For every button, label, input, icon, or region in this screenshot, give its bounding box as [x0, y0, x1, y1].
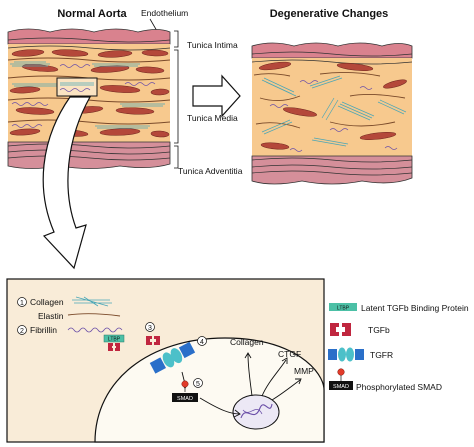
legend-item-tgfb: TGFb	[330, 323, 390, 336]
inset-item-1: 1 Collagen	[17, 296, 112, 307]
svg-text:SMAD: SMAD	[177, 396, 193, 402]
degenerative-changes-title: Degenerative Changes	[270, 8, 389, 20]
svg-text:3: 3	[148, 325, 152, 332]
legend-item-phosphorylated-smad: SMAD Phosphorylated SMAD	[329, 368, 442, 392]
degenerative-aorta-wall	[251, 42, 413, 185]
tgfb-icon	[330, 323, 351, 336]
tgfr-receptor-icon	[149, 341, 196, 374]
phosphorylated-smad-icon	[329, 381, 353, 390]
endothelium-label: Endothelium	[141, 8, 188, 18]
tgfr-icon	[328, 347, 364, 362]
elastin-key-label: Elastin	[38, 311, 64, 321]
step-5: 5 SMAD	[172, 378, 203, 402]
step-3: 3	[145, 322, 160, 345]
svg-text:5: 5	[196, 381, 200, 388]
inset-item-2: 2 Fibrillin	[17, 325, 123, 335]
svg-text:LTBP: LTBP	[337, 306, 350, 312]
fibrillin-fiber-icon	[67, 327, 123, 333]
fibrillin-key-label: Fibrillin	[30, 325, 57, 335]
legend-tgfr-label: TGFR	[370, 350, 393, 360]
legend-item-ltbp: LTBP Latent TGFb Binding Protein	[329, 303, 469, 313]
normal-aorta-title: Normal Aorta	[57, 8, 127, 20]
elastin-fiber-icon	[67, 313, 121, 317]
normal-aorta-wall	[7, 28, 171, 169]
legend-item-tgfr: TGFR	[328, 347, 393, 362]
collagen-key-label: Collagen	[30, 297, 64, 307]
layer-brackets	[174, 30, 179, 169]
step-4: 4	[149, 336, 207, 374]
legend-tgfb-label: TGFb	[368, 325, 390, 335]
inset-item-elastin: Elastin	[38, 311, 121, 321]
smad-icon	[172, 393, 198, 402]
svg-text:SMAD: SMAD	[333, 384, 349, 390]
mmp-output-label: MMP	[294, 366, 314, 376]
svg-text:LTBP: LTBP	[108, 337, 121, 343]
legend-smad-label: Phosphorylated SMAD	[356, 382, 442, 392]
legend: LTBP Latent TGFb Binding Protein TGFb TG…	[328, 303, 469, 392]
tgfb-ligand-icon	[146, 336, 160, 345]
nucleus	[232, 394, 280, 430]
progression-arrow	[192, 74, 241, 118]
legend-ltbp-label: Latent TGFb Binding Protein	[361, 303, 469, 313]
collagen-fiber-icon	[72, 296, 112, 307]
tunica-adventitia-label: Tunica Adventitia	[178, 166, 243, 176]
zoom-arrow	[42, 96, 92, 270]
ltbp-icon	[329, 303, 357, 311]
ltbp-tgfb-complex: LTBP	[103, 334, 125, 351]
collagen-output-label: Collagen	[230, 337, 264, 347]
svg-text:2: 2	[20, 328, 24, 335]
ctgf-output-label: CTGF	[278, 349, 301, 359]
svg-text:4: 4	[200, 339, 204, 346]
tunica-media-label: Tunica Media	[187, 113, 238, 123]
svg-text:1: 1	[20, 300, 24, 307]
tunica-intima-label: Tunica Intima	[187, 40, 238, 50]
